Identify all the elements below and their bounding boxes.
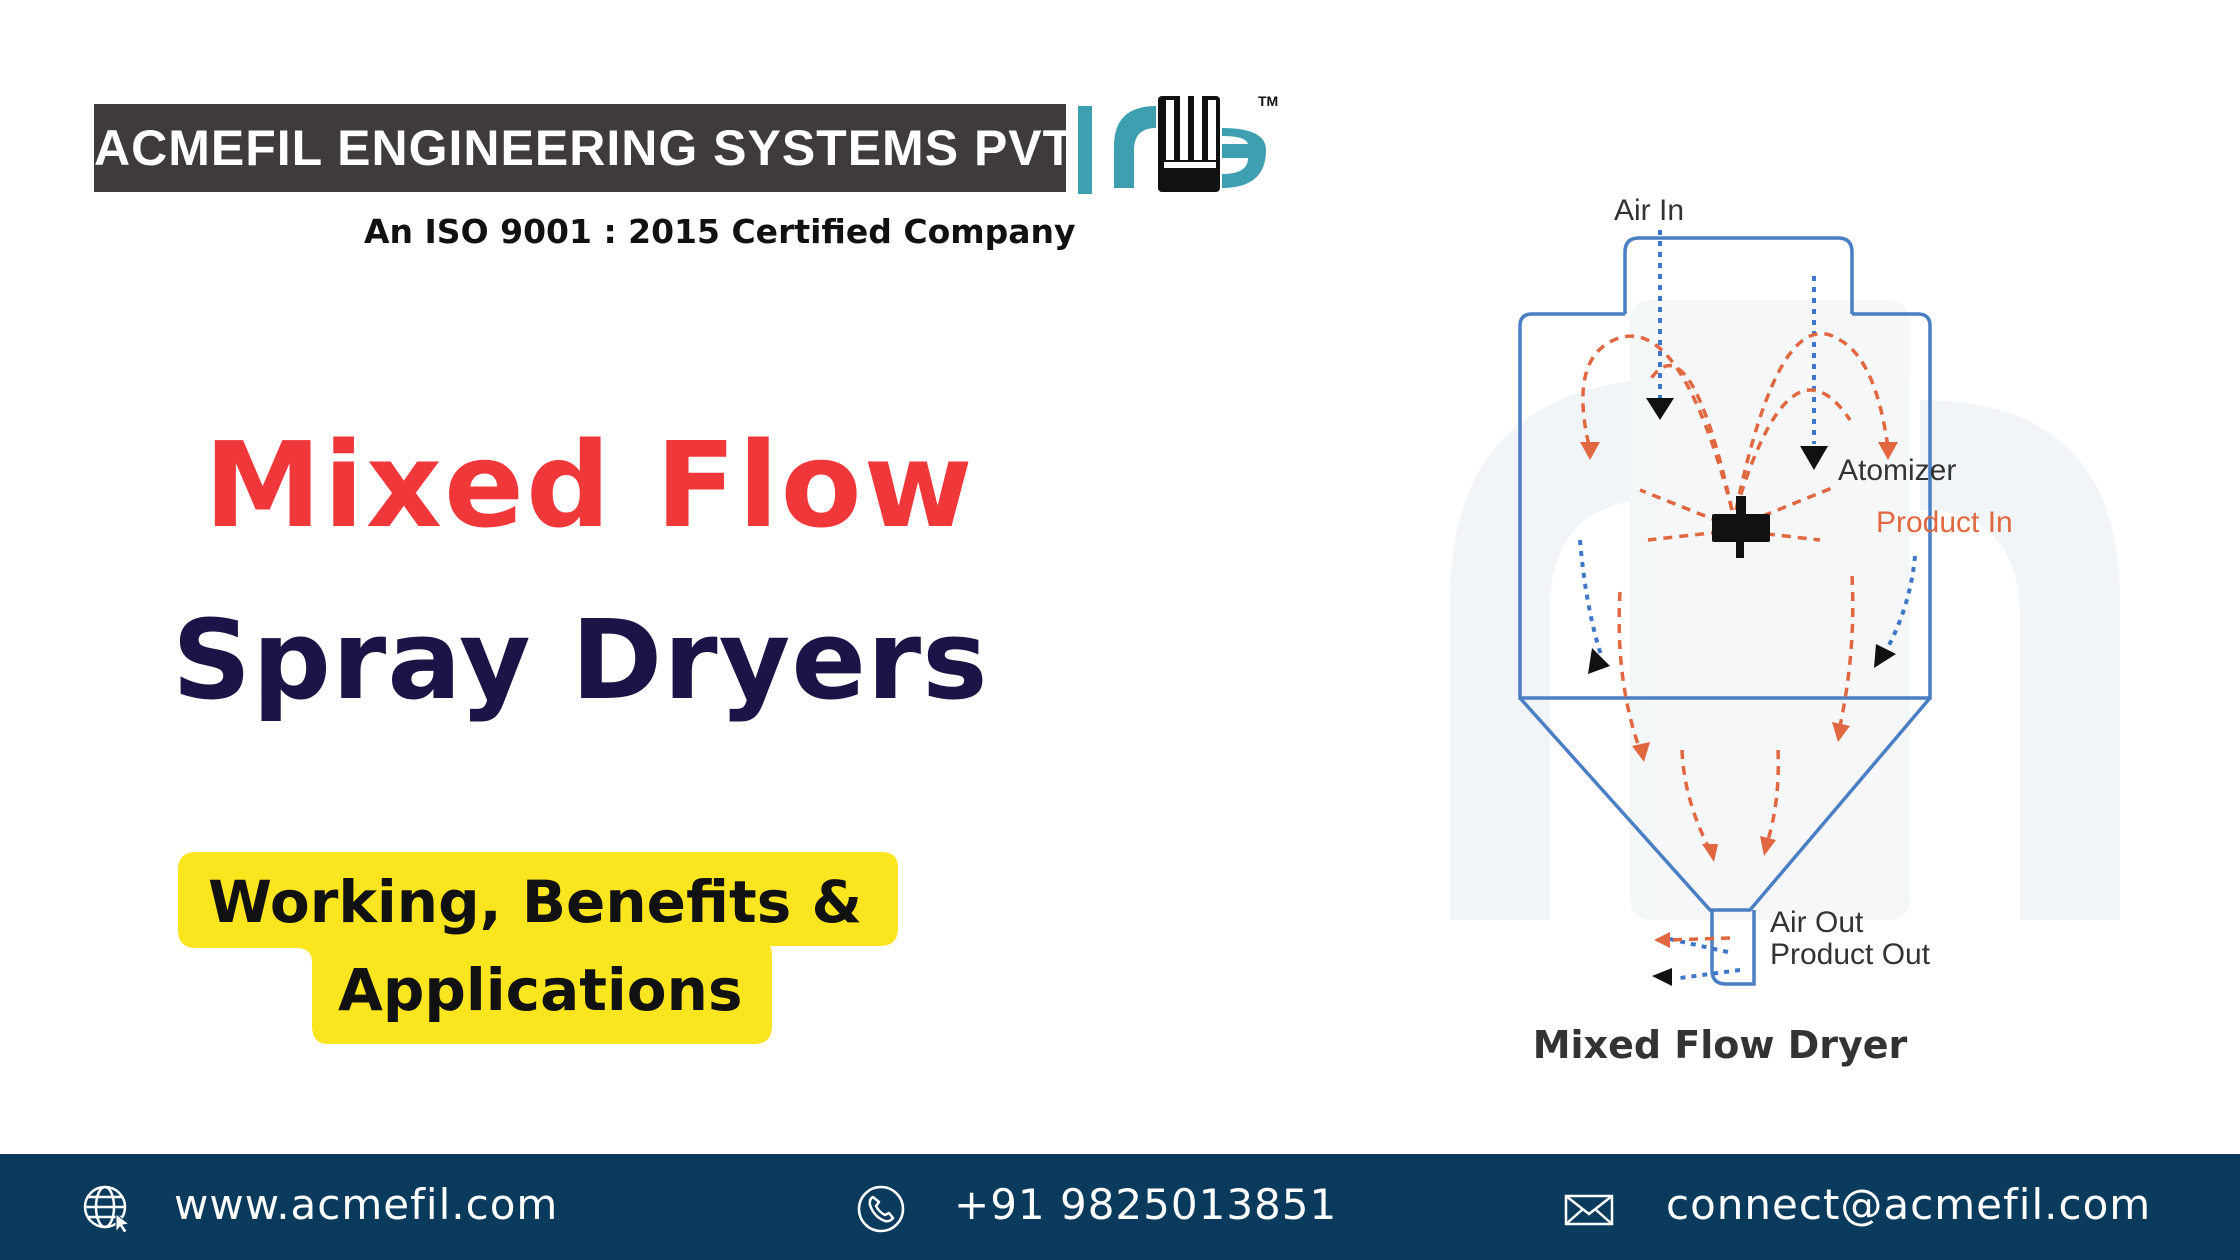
title-spray-dryers: Spray Dryers: [172, 596, 989, 724]
subtitle-highlight: [178, 852, 898, 1044]
label-air-out: Air Out: [1770, 906, 1864, 939]
mail-icon: [1564, 1194, 1614, 1226]
diagram-caption: Mixed Flow Dryer: [1533, 1023, 1908, 1067]
website-link[interactable]: www.acmefil.com: [174, 1180, 559, 1229]
air-flow-arrows: [1588, 398, 1896, 986]
watermark-logo: [1450, 300, 2120, 920]
product-flow-arrows: [1580, 442, 1898, 948]
phone-number[interactable]: +91 9825013851: [954, 1180, 1338, 1229]
title-mixed-flow: Mixed Flow: [204, 416, 975, 554]
mixed-flow-dryer-diagram: Air In Atomizer Product In Air Out Produ…: [1450, 194, 2120, 1067]
air-flow-lines: [1578, 230, 1917, 980]
iso-certification: An ISO 9001 : 2015 Certified Company: [364, 212, 1076, 251]
phone-icon: [857, 1185, 905, 1233]
label-atomizer: Atomizer: [1838, 454, 1956, 487]
label-air-in: Air In: [1614, 194, 1684, 227]
company-name-banner: ACMEFIL ENGINEERING SYSTEMS PVT. LTD.: [94, 104, 1066, 192]
contact-footer: www.acmefil.com +91 9825013851 connect@a…: [0, 1154, 2240, 1260]
trademark-label: TM: [1258, 93, 1278, 109]
product-flow-lines: [1581, 331, 1890, 942]
label-product-in: Product In: [1876, 506, 2013, 539]
acmefil-logo: TM: [1078, 93, 1278, 194]
globe-icon: [83, 1185, 131, 1234]
subtitle-line-1: Working, Benefits &: [208, 868, 863, 936]
dryer-vessel: [1518, 236, 1932, 986]
subtitle-line-2: Applications: [338, 956, 743, 1024]
label-product-out: Product Out: [1770, 938, 1931, 971]
atomizer-icon: [1712, 496, 1770, 558]
email-link[interactable]: connect@acmefil.com: [1666, 1180, 2152, 1229]
